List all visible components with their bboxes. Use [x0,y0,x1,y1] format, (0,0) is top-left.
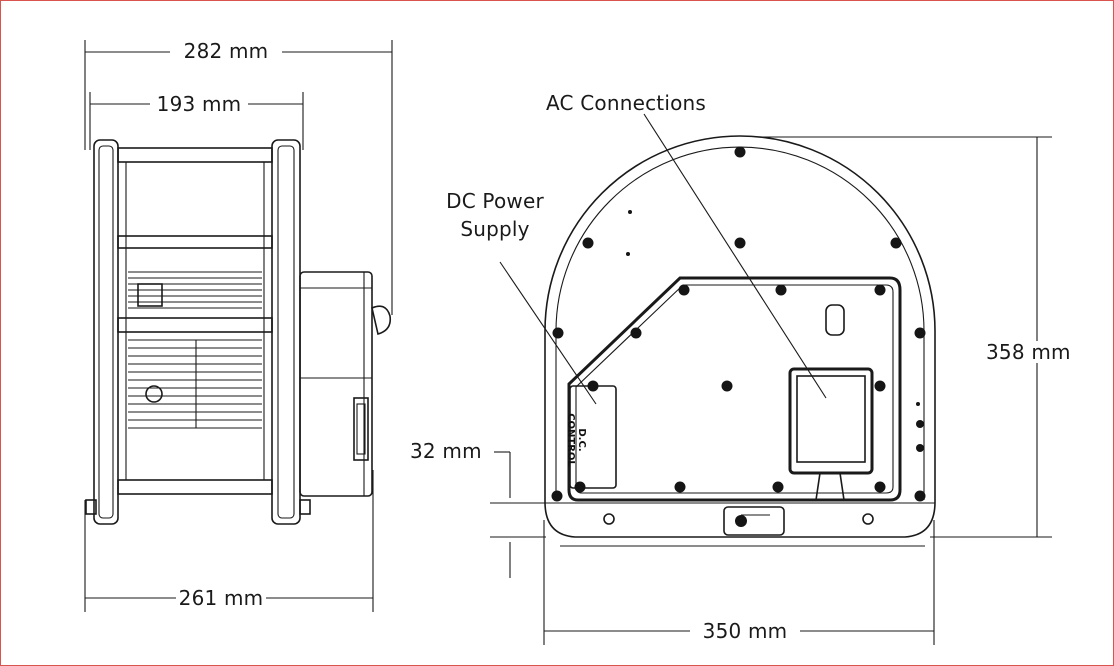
dc-control-stamp: D.C. CONTROL [565,410,587,470]
side-view [84,40,393,612]
label-350mm: 350 mm [690,620,800,642]
label-193mm: 193 mm [150,93,248,115]
label-358mm: 358 mm [986,340,1071,364]
stamp-line1: D.C. [576,428,587,452]
bolts [551,146,926,502]
label-282mm: 282 mm [170,40,282,62]
ac-leader [643,113,827,399]
dim-358 [760,136,1052,538]
dc-leader [499,261,597,405]
heatsink-fins [128,271,262,421]
front-view [490,113,1052,645]
callout-dc-power-line1: DC Power [446,189,544,213]
dim-32 [490,451,546,578]
stamp-line2: CONTROL [565,413,576,467]
dim-282 [84,40,393,315]
callout-ac-connections: AC Connections [546,91,707,115]
callout-dc-power-line2: Supply [460,217,530,241]
label-261mm: 261 mm [176,587,266,609]
label-32mm: 32 mm [410,439,482,463]
